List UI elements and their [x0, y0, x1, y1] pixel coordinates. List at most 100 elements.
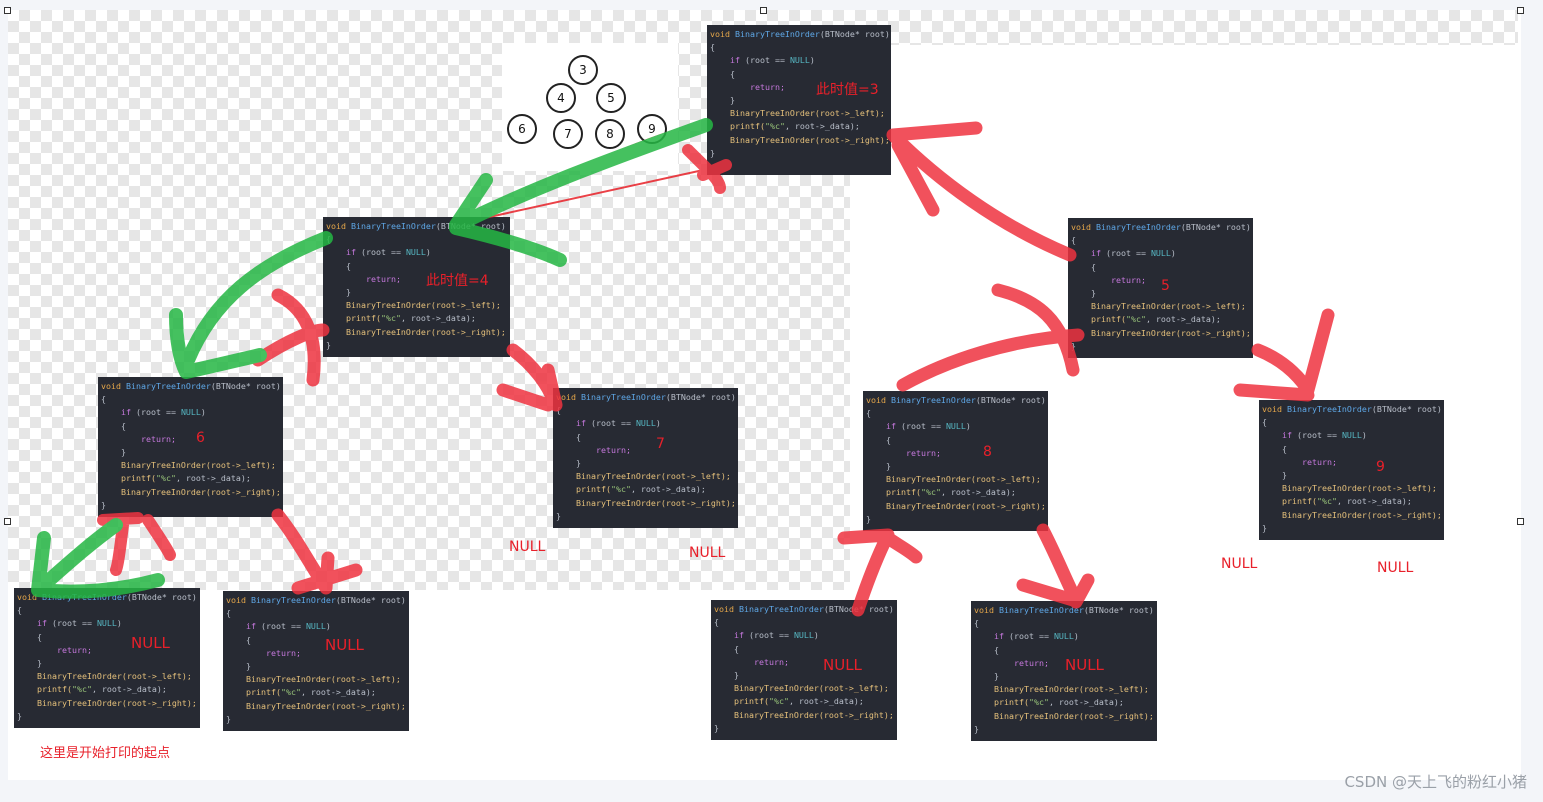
tree-node: 6 — [507, 114, 537, 144]
green-arrow — [31, 518, 165, 599]
green-arrow — [169, 231, 333, 379]
code-token: } — [866, 513, 871, 524]
code-token: } — [1071, 340, 1076, 351]
code-token: if — [120, 407, 131, 418]
code-token: (BTNode* root) — [819, 29, 890, 39]
code-token: , root->_data); — [300, 687, 376, 698]
code-token: printf( — [245, 687, 281, 698]
code-token: } — [710, 147, 715, 158]
code-token: ) — [325, 621, 331, 632]
red-arrow — [271, 508, 363, 595]
code-token: printf( — [885, 487, 921, 498]
code-token: { — [866, 408, 871, 419]
code-token: BinaryTreeInOrder(root->_left); — [733, 683, 889, 694]
code-token: (BTNode* root) — [975, 395, 1046, 405]
code-token: } — [245, 661, 251, 672]
selection-handle[interactable] — [4, 518, 11, 525]
code-token: { — [1071, 235, 1076, 246]
code-token: } — [17, 710, 22, 721]
null-label: NULL — [1221, 556, 1258, 572]
red-arrow — [1233, 308, 1335, 402]
code-token: ) — [1073, 631, 1079, 642]
null-label: NULL — [823, 656, 862, 674]
selection-handle[interactable] — [4, 7, 11, 14]
code-token: void — [326, 221, 346, 231]
code-token: NULL — [793, 630, 814, 641]
code-token: "%c" — [764, 121, 785, 132]
code-token: BinaryTreeInOrder(root->_right); — [1090, 327, 1251, 338]
code-token: BinaryTreeInOrder — [734, 29, 820, 39]
code-token: BinaryTreeInOrder(root->_left); — [120, 460, 276, 471]
code-panel: void BinaryTreeInOrder(BTNode* root){ if… — [707, 25, 891, 175]
start-note: 这里是开始打印的起点 — [40, 746, 171, 761]
code-token: (BTNode* root) — [1083, 605, 1154, 615]
code-token: { — [1262, 417, 1267, 428]
code-token: (root == — [130, 407, 181, 418]
code-token: printf( — [120, 473, 156, 484]
code-token: NULL — [635, 418, 656, 429]
code-token: if — [733, 630, 744, 641]
code-token: BinaryTreeInOrder(root->_right); — [733, 709, 894, 720]
code-token: (root == — [1291, 430, 1342, 441]
code-token: void — [226, 595, 246, 605]
code-token: } — [714, 722, 719, 733]
selection-handle[interactable] — [760, 7, 767, 14]
selection-handle[interactable] — [1517, 518, 1524, 525]
code-token: BinaryTreeInOrder — [250, 595, 336, 605]
tree-node: 3 — [568, 55, 598, 85]
selection-handle[interactable] — [1517, 7, 1524, 14]
code-token: } — [345, 287, 351, 298]
code-token: NULL — [180, 407, 201, 418]
code-token: } — [729, 95, 735, 106]
code-token: BinaryTreeInOrder(root->_right); — [729, 134, 890, 145]
code-panel: void BinaryTreeInOrder(BTNode* root) { if… — [98, 377, 283, 517]
code-token: void — [866, 395, 886, 405]
code-token: BinaryTreeInOrder — [580, 392, 666, 402]
code-token: if — [885, 421, 896, 432]
code-token: (root == — [739, 55, 790, 66]
code-token: BinaryTreeInOrder(root->_left); — [36, 671, 192, 682]
code-token: } — [120, 447, 126, 458]
code-token: void — [1262, 404, 1282, 414]
code-token: { — [1281, 443, 1287, 454]
code-token: (root == — [355, 247, 406, 258]
red-arrow — [496, 343, 563, 412]
code-token: printf( — [575, 484, 611, 495]
code-token: ) — [813, 630, 819, 641]
red-arrow — [886, 121, 1077, 262]
code-token: { — [101, 394, 106, 405]
code-token: NULL — [1053, 631, 1074, 642]
code-token: return; — [365, 273, 401, 284]
code-token: (root == — [255, 621, 306, 632]
code-token: (root == — [895, 421, 946, 432]
code-token: (BTNode* root) — [210, 381, 281, 391]
code-token: return; — [1013, 657, 1049, 668]
tree-node: 8 — [595, 119, 625, 149]
code-token: printf( — [36, 684, 72, 695]
code-token: if — [993, 631, 1004, 642]
code-token: return; — [595, 444, 631, 455]
code-token: BinaryTreeInOrder — [125, 381, 211, 391]
node6-label: 6 — [196, 430, 205, 446]
code-token: "%c" — [610, 484, 631, 495]
code-token: void — [101, 381, 121, 391]
code-token: { — [120, 420, 126, 431]
code-token: "%c" — [380, 313, 401, 324]
code-token: "%c" — [71, 684, 92, 695]
code-token: BinaryTreeInOrder — [350, 221, 436, 231]
code-token: BinaryTreeInOrder — [890, 395, 976, 405]
code-token: } — [733, 670, 739, 681]
code-token: NULL — [945, 421, 966, 432]
node4-value-label: 此时值=4 — [426, 273, 489, 289]
code-token: ) — [116, 618, 122, 629]
code-token: return; — [265, 647, 301, 658]
red-arrow — [251, 288, 330, 387]
code-token: , root->_data); — [91, 684, 167, 695]
code-token: BinaryTreeInOrder(root->_right); — [245, 700, 406, 711]
code-token: ) — [655, 418, 661, 429]
code-token: } — [1281, 470, 1287, 481]
code-token: } — [575, 458, 581, 469]
code-token: BinaryTreeInOrder(root->_right); — [36, 697, 197, 708]
code-token: BinaryTreeInOrder — [1095, 222, 1181, 232]
null-label: NULL — [1377, 560, 1414, 576]
